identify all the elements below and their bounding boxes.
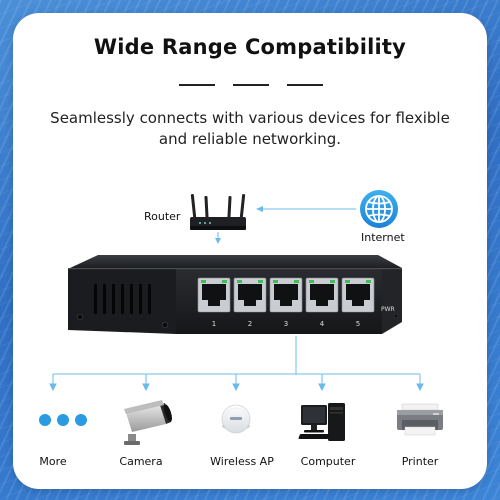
distribution-lines — [49, 336, 424, 392]
wireless-access-point-icon — [221, 404, 251, 434]
ethernet-port-3: 3 — [269, 277, 303, 328]
title-divider — [233, 84, 269, 86]
switch-ports: 1 2 3 4 5 — [197, 277, 375, 328]
title-divider — [179, 84, 215, 86]
router-to-switch-arrow — [215, 232, 221, 244]
device-label-printer: Printer — [401, 455, 439, 468]
port-number-label: 3 — [284, 320, 288, 328]
device-label-wireless-ap: Wireless AP — [210, 455, 274, 468]
device-label-camera: Camera — [119, 455, 163, 468]
ethernet-port-5: 5 — [341, 277, 375, 328]
title-divider — [287, 84, 323, 86]
page-subtitle: Seamlessly connects with various devices… — [40, 108, 460, 150]
globe-icon — [360, 190, 398, 228]
router-label: Router — [144, 210, 181, 223]
device-label-more: More — [39, 455, 67, 468]
pwr-label: PWR — [381, 306, 395, 313]
port-number-label: 2 — [248, 320, 252, 328]
port-number-label: 4 — [320, 320, 325, 328]
subtitle-line-2: and reliable networking. — [158, 130, 342, 148]
printer-icon — [397, 403, 443, 436]
internet-label: Internet — [361, 231, 405, 244]
port-number-label: 5 — [356, 320, 360, 328]
device-label-computer: Computer — [300, 455, 356, 468]
security-camera-icon — [124, 400, 172, 445]
desktop-computer-icon — [298, 403, 345, 441]
port-number-label: 1 — [212, 320, 216, 328]
ethernet-port-4: 4 — [305, 277, 339, 328]
subtitle-line-1: Seamlessly connects with various devices… — [50, 109, 450, 127]
router-icon — [190, 193, 246, 230]
internet-to-router-arrow — [256, 206, 356, 212]
page-title: Wide Range Compatibility — [93, 35, 407, 59]
ethernet-port-2: 2 — [233, 277, 267, 328]
three-dots-icon — [39, 414, 87, 426]
ethernet-port-1: 1 — [197, 277, 231, 328]
